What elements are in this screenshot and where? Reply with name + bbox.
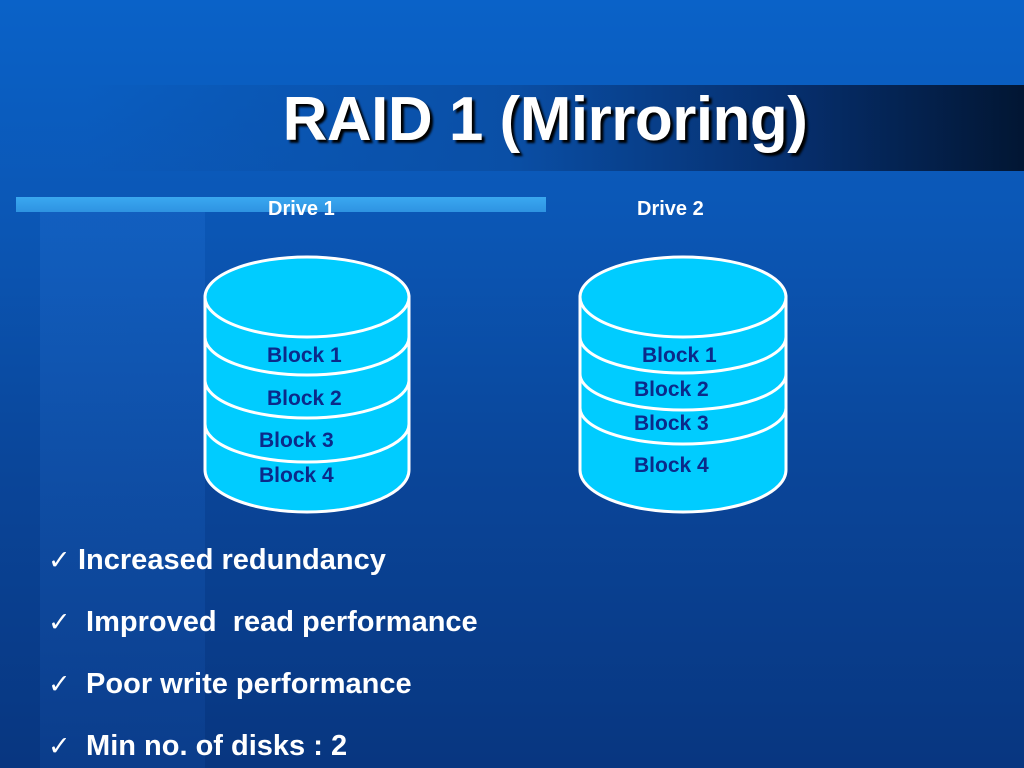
drive-2-divider-3 xyxy=(578,407,788,446)
drive-2-label: Drive 2 xyxy=(637,198,704,220)
drive-1-top xyxy=(203,255,411,339)
checkmark-icon: ✓ xyxy=(48,607,71,638)
slide-title: RAID 1 (Mirroring) xyxy=(282,85,808,154)
background-left-band xyxy=(40,200,205,768)
drive-2-top xyxy=(578,255,788,339)
drive-2-divider-1 xyxy=(578,336,788,375)
list-item: ✓ Poor write performance xyxy=(48,664,478,726)
drive-1-divider-2 xyxy=(203,379,411,420)
drive-2-block-1: Block 1 xyxy=(642,344,717,367)
drive-1-block-4: Block 4 xyxy=(259,464,334,487)
drive-1-cylinder: Block 1 Block 2 Block 3 Block 4 xyxy=(203,255,411,514)
feature-list: ✓Increased redundancy ✓ Improved read pe… xyxy=(48,540,478,768)
drive-2-body xyxy=(578,295,788,514)
header-rule xyxy=(16,197,546,212)
drive-1-block-2: Block 2 xyxy=(267,387,342,410)
list-item: ✓ Improved read performance xyxy=(48,602,478,664)
drive-2-block-2: Block 2 xyxy=(634,378,709,401)
bullet-text: Improved read performance xyxy=(78,606,478,638)
list-item: ✓ Min no. of disks : 2 xyxy=(48,726,478,768)
drive-2-cylinder: Block 1 Block 2 Block 3 Block 4 xyxy=(578,255,788,514)
drive-1-block-3: Block 3 xyxy=(259,429,334,452)
drive-1-divider-1 xyxy=(203,336,411,377)
bullet-text: Increased redundancy xyxy=(78,544,386,576)
checkmark-icon: ✓ xyxy=(48,669,71,700)
checkmark-icon: ✓ xyxy=(48,545,71,576)
drive-2-divider-2 xyxy=(578,373,788,412)
drive-2-block-3: Block 3 xyxy=(634,412,709,435)
list-item: ✓Increased redundancy xyxy=(48,540,478,602)
title-band xyxy=(85,85,1024,171)
drive-1-divider-3 xyxy=(203,423,411,464)
checkmark-icon: ✓ xyxy=(48,731,71,762)
drive-1-label: Drive 1 xyxy=(268,198,335,220)
bullet-text: Min no. of disks : 2 xyxy=(78,730,348,762)
drive-2-block-4: Block 4 xyxy=(634,454,709,477)
bullet-text: Poor write performance xyxy=(78,668,412,700)
drive-1-block-1: Block 1 xyxy=(267,344,342,367)
